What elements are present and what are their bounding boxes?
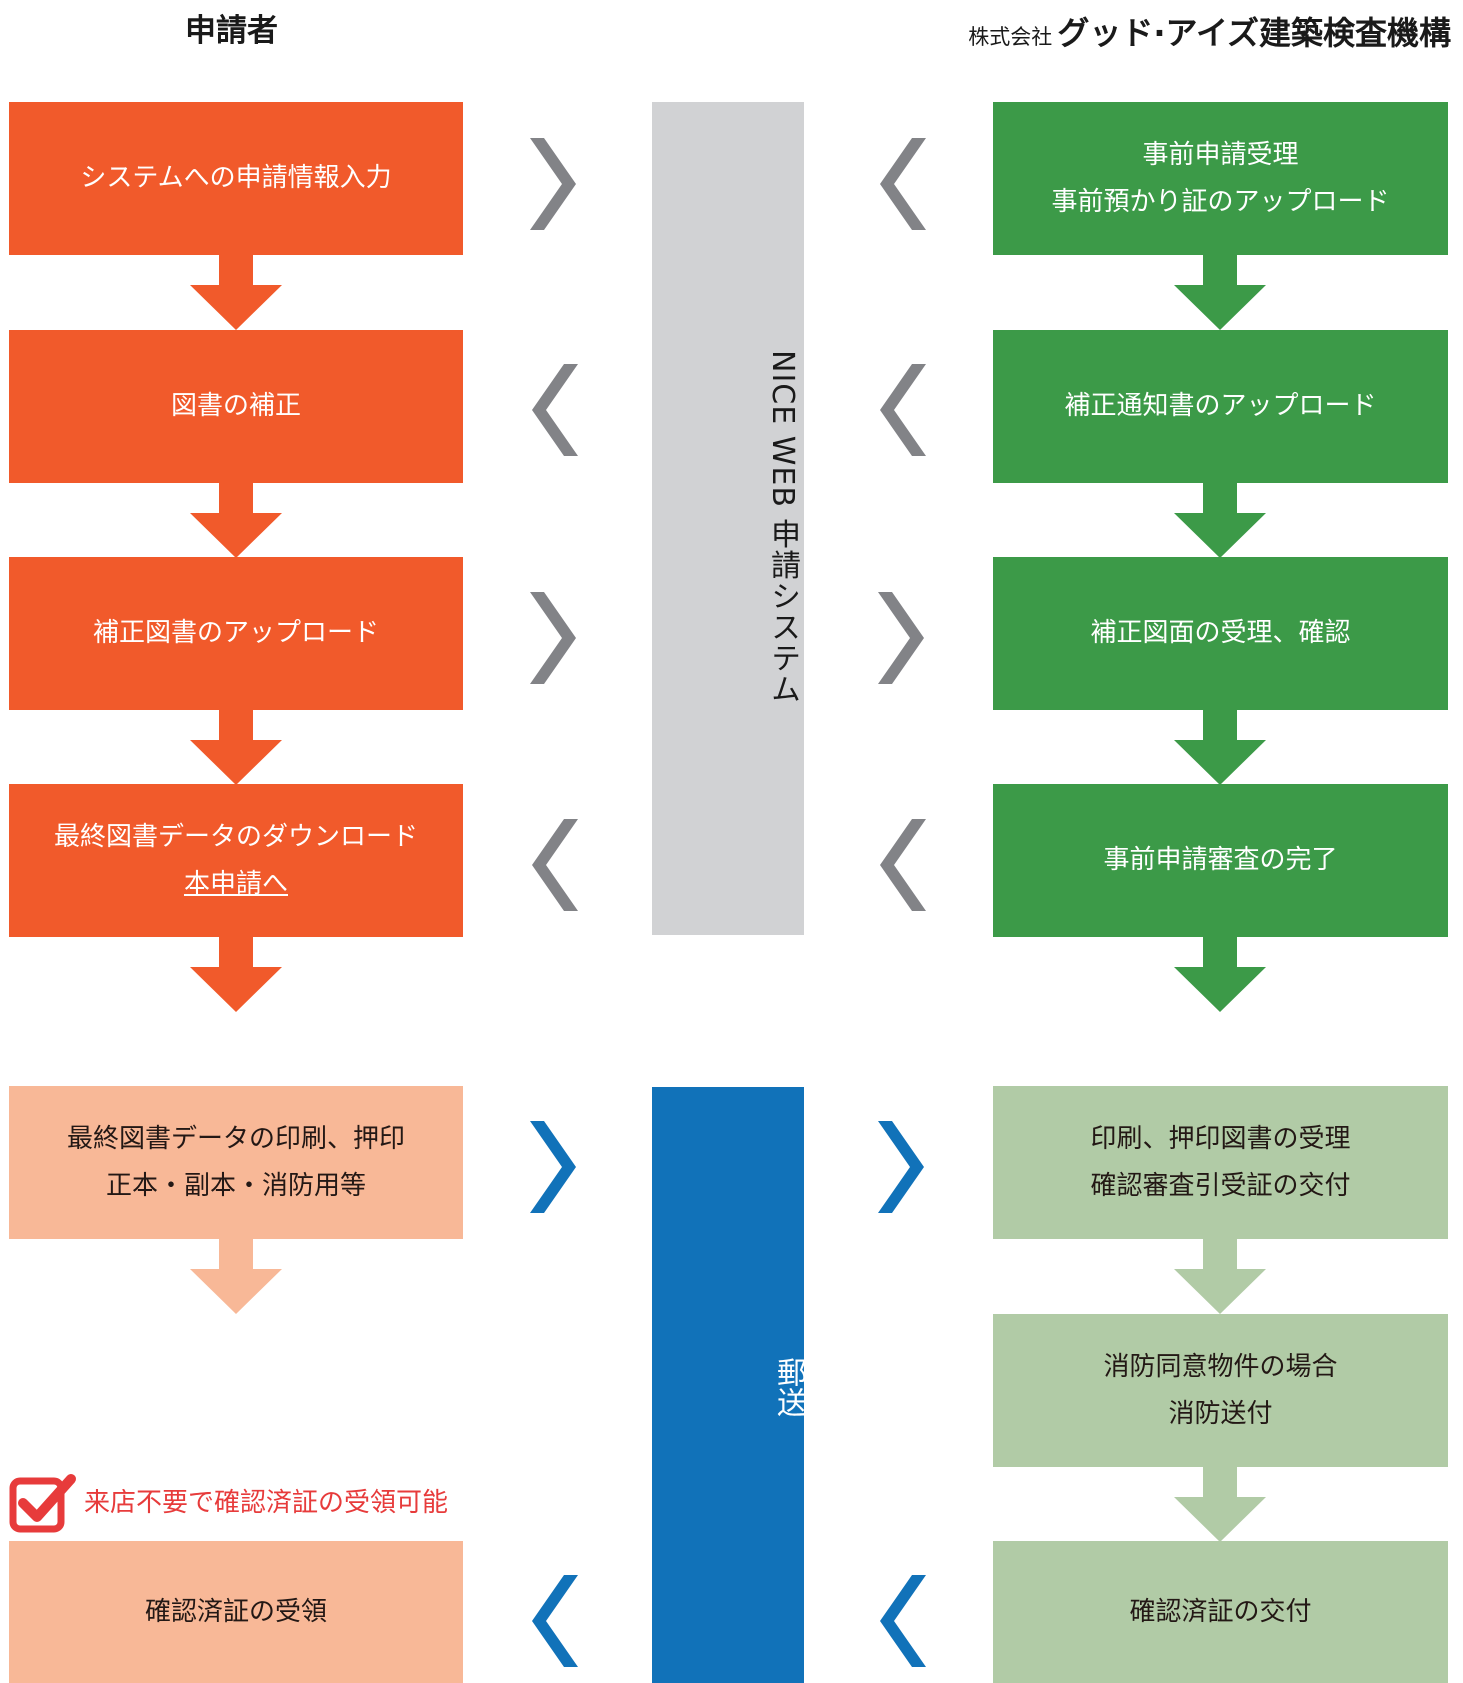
step-text: 消防送付 <box>1168 1398 1273 1429</box>
web-system-channel: NICE WEB 申請システム <box>652 102 804 935</box>
step-text: システムへの申請情報入力 <box>80 163 392 193</box>
step-agency-fire-dept: 消防同意物件の場合 消防送付 <box>993 1314 1448 1467</box>
company-name: グッド·アイズ建築検査機構 <box>1057 14 1451 52</box>
step-text: 事前申請審査の完了 <box>1103 845 1338 875</box>
chevron-left-icon <box>880 364 926 456</box>
step-agency-review-complete: 事前申請審査の完了 <box>993 784 1448 937</box>
step-agency-correction-review: 補正図面の受理、確認 <box>993 557 1448 710</box>
down-arrow-icon <box>1174 1467 1266 1542</box>
step-text: 最終図書データの印刷、押印 <box>66 1123 405 1154</box>
step-applicant-drawing-correction: 図書の補正 <box>9 330 463 483</box>
company-header: 株式会社 グッド·アイズ建築検査機構 <box>968 8 1451 54</box>
step-agency-stamped-receipt: 印刷、押印図書の受理 確認審査引受証の交付 <box>993 1086 1448 1239</box>
down-arrow-icon <box>1174 483 1266 558</box>
chevron-left-icon <box>880 1575 926 1667</box>
step-text: 図書の補正 <box>170 391 301 421</box>
step-text: 確認審査引受証の交付 <box>1090 1170 1351 1201</box>
down-arrow-icon <box>190 710 282 785</box>
down-arrow-icon <box>190 937 282 1012</box>
step-text: 消防同意物件の場合 <box>1103 1351 1338 1382</box>
step-agency-certificate-issue: 確認済証の交付 <box>993 1541 1448 1683</box>
chevron-left-icon <box>880 819 926 911</box>
step-applicant-certificate-receipt: 確認済証の受領 <box>9 1541 463 1683</box>
down-arrow-icon <box>1174 937 1266 1012</box>
step-applicant-correction-upload: 補正図書のアップロード <box>9 557 463 710</box>
down-arrow-icon <box>190 1239 282 1314</box>
step-text: 確認済証の受領 <box>144 1596 327 1627</box>
chevron-right-icon <box>878 592 924 684</box>
chevron-left-icon <box>532 819 578 911</box>
step-text: 補正図面の受理、確認 <box>1090 618 1351 648</box>
step-text: 正本・副本・消防用等 <box>105 1170 366 1201</box>
step-text: 最終図書データのダウンロード <box>53 821 418 852</box>
step-applicant-info-input: システムへの申請情報入力 <box>9 102 463 255</box>
mail-channel: 郵送 <box>652 1087 806 1683</box>
chevron-left-icon <box>880 138 926 230</box>
step-text: 補正図書のアップロード <box>92 618 379 648</box>
checkbox-check-icon <box>9 1474 76 1533</box>
mail-label: 郵送 <box>771 1357 806 1417</box>
down-arrow-icon <box>1174 255 1266 330</box>
down-arrow-icon <box>1174 710 1266 785</box>
main-application-link[interactable]: 本申請へ <box>183 868 288 899</box>
step-text: 印刷、押印図書の受理 <box>1090 1123 1351 1154</box>
chevron-right-icon <box>530 138 576 230</box>
applicant-header: 申請者 <box>185 13 278 49</box>
chevron-right-icon <box>530 1121 576 1213</box>
chevron-right-icon <box>878 1121 924 1213</box>
no-visit-note: 来店不要で確認済証の受領可能 <box>84 1488 449 1518</box>
down-arrow-icon <box>1174 1239 1266 1314</box>
company-prefix: 株式会社 <box>968 25 1053 49</box>
step-text: 補正通知書のアップロード <box>1064 391 1377 421</box>
chevron-left-icon <box>532 1575 578 1667</box>
web-system-label: NICE WEB 申請システム <box>765 350 800 705</box>
step-text: 事前申請受理 <box>1142 139 1299 170</box>
chevron-left-icon <box>532 364 578 456</box>
step-applicant-final-download: 最終図書データのダウンロード 本申請へ <box>9 784 463 937</box>
chevron-right-icon <box>530 592 576 684</box>
step-applicant-print-stamp: 最終図書データの印刷、押印 正本・副本・消防用等 <box>9 1086 463 1239</box>
step-agency-pre-application-receipt: 事前申請受理 事前預かり証のアップロード <box>993 102 1448 255</box>
step-text: 事前預かり証のアップロード <box>1051 186 1390 217</box>
down-arrow-icon <box>190 483 282 558</box>
down-arrow-icon <box>190 255 282 330</box>
step-text: 確認済証の交付 <box>1129 1596 1312 1627</box>
step-agency-correction-notice-upload: 補正通知書のアップロード <box>993 330 1448 483</box>
